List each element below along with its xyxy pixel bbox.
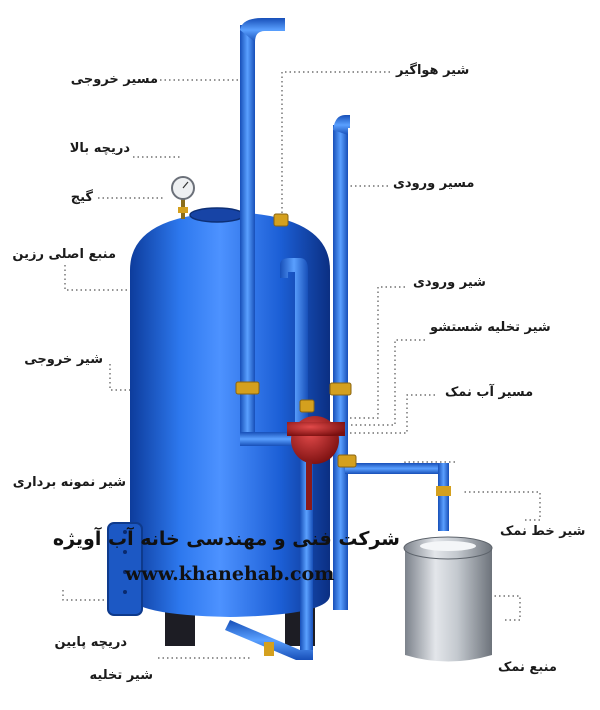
label-brine-tank: منبع نمک	[498, 660, 557, 675]
label-inlet-path: مسیر ورودی	[393, 176, 475, 191]
label-sample-valve: شیر نمونه برداری	[12, 475, 126, 490]
brine-line	[345, 463, 451, 531]
outlet-pipe	[240, 18, 300, 446]
label-gauge: گیج	[70, 190, 93, 205]
label-air-valve: شیر هواگیر	[396, 63, 470, 78]
label-top-hatch: دریچه بالا	[69, 141, 130, 156]
label-bottom-hatch: دریچه پایین	[54, 635, 127, 650]
inlet-pipe	[280, 115, 350, 610]
control-valve	[287, 416, 345, 510]
bottom-hatch-flange	[107, 522, 143, 616]
label-brine-path: مسیر آب نمک	[445, 385, 534, 400]
gold-valves	[235, 213, 357, 468]
company-watermark: شرکت فنی و مهندسی خانه آب آویژه	[52, 528, 400, 550]
brine-tank	[403, 536, 493, 662]
label-outlet-path: مسیر خروجی	[70, 72, 158, 87]
label-drain-valve: شیر تخلیه	[89, 668, 153, 683]
website-watermark: www.khanehab.com	[125, 563, 335, 585]
label-backwash-drain-valve: شیر تخلیه شستشو	[430, 320, 551, 335]
pressure-gauge	[171, 176, 195, 219]
label-resin-tank: منبع اصلی رزین	[12, 247, 116, 262]
label-inlet-valve: شیر ورودی	[413, 275, 486, 290]
label-brine-line-valve: شیر خط نمک	[500, 524, 586, 539]
label-outlet-valve: شیر خروجی	[24, 352, 103, 367]
